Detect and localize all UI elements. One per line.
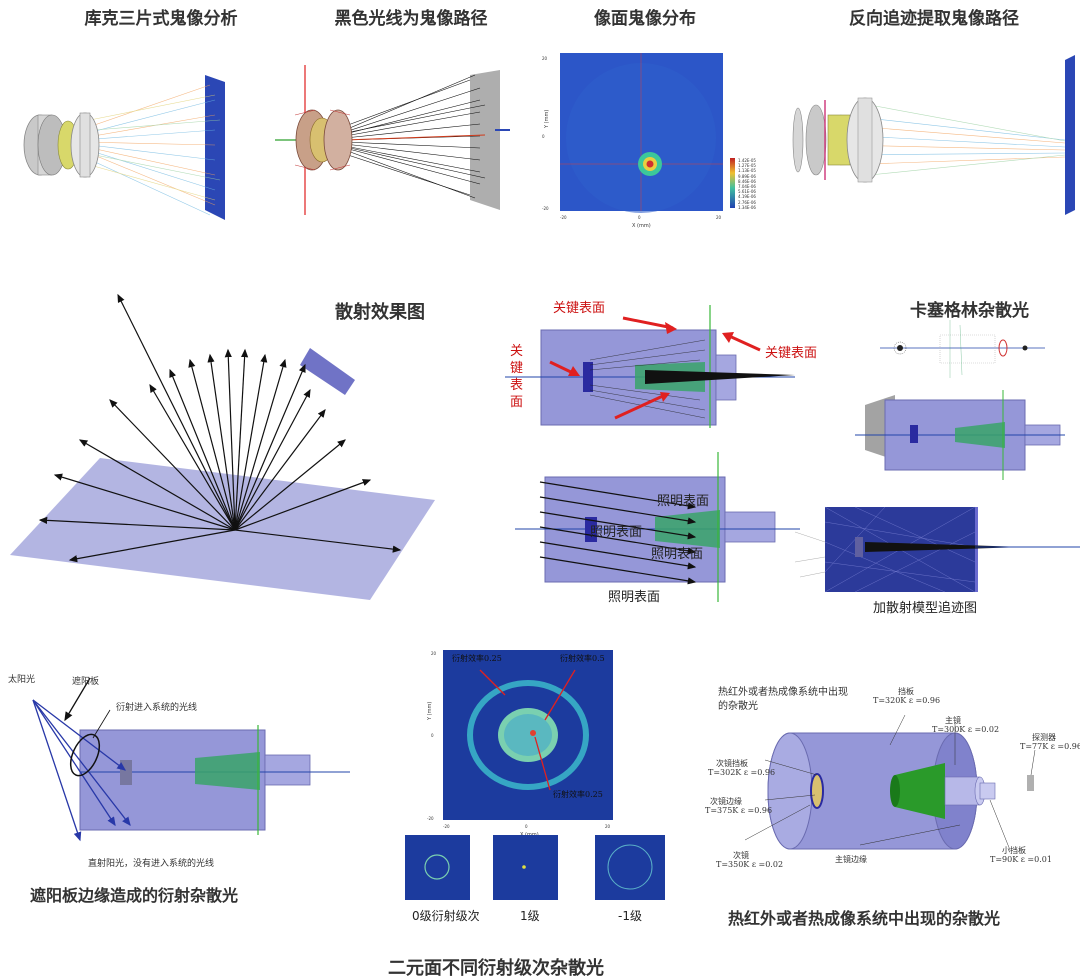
label-eff-025-bottom: 衍射效率0.25 <box>553 790 603 799</box>
svg-text:-20: -20 <box>542 206 549 211</box>
svg-text:0: 0 <box>525 824 528 829</box>
title-black-ghost-path: 黑色光线为鬼像路径 <box>334 9 488 29</box>
label-key-surface-right: 关键表面 <box>765 346 818 361</box>
ghost-legend-value: 8.46E-06 <box>738 178 756 184</box>
svg-text:20: 20 <box>605 824 611 829</box>
label-illum-2: 照明表面 <box>590 525 643 540</box>
label-scatter-model: 加散射模型追迹图 <box>873 601 978 616</box>
ghost-legend-value: 5.61E-06 <box>738 189 756 195</box>
cooke-triplet-diagram <box>23 75 225 220</box>
label-baffle: 挡板 <box>898 687 914 696</box>
scatter-effect-diagram <box>10 293 435 600</box>
svg-text:20: 20 <box>542 56 548 61</box>
label-illum-3: 照明表面 <box>651 547 704 562</box>
title-reverse-trace: 反向追迹提取鬼像路径 <box>849 9 1019 29</box>
label-detector: 探测器 <box>1032 733 1056 742</box>
title-scatter-effect: 散射效果图 <box>335 302 425 323</box>
ghost-ylabel: Y (mm) <box>544 110 550 129</box>
label-order-0: 0级衍射级次 <box>412 909 480 923</box>
svg-text:0: 0 <box>638 215 641 220</box>
ghost-path-diagram <box>275 65 510 215</box>
label-eff-025-top: 衍射效率0.25 <box>452 654 502 663</box>
ghost-legend-value: 1.34E-06 <box>738 204 756 210</box>
label-sunshade: 遮阳板 <box>72 677 100 687</box>
label-sun-light: 太阳光 <box>8 675 36 685</box>
ghost-legend-value: 1.42E-05 <box>738 158 756 163</box>
title-ghost-distribution: 像面鬼像分布 <box>594 9 696 29</box>
label-order-1: 1级 <box>520 909 540 923</box>
label-primary: 主镜 <box>945 716 961 725</box>
svg-text:0: 0 <box>542 134 545 139</box>
svg-text:20: 20 <box>431 651 437 656</box>
ghost-legend-value: 4.19E-06 <box>738 194 756 200</box>
label-small-baffle-temp: T=90K ε =0.01 <box>990 855 1052 864</box>
label-secondary-baffle: 次镜挡板 <box>716 759 748 768</box>
label-secondary-edge: 次镜边缘 <box>710 797 742 806</box>
title-cassegrain: 卡塞格林杂散光 <box>910 301 1029 321</box>
svg-text:0: 0 <box>431 733 434 738</box>
label-secondary-edge-temp: T=375K ε =0.96 <box>705 806 773 815</box>
label-eff-05: 衍射效率0.5 <box>560 654 605 663</box>
label-key-surface-top: 关键表面 <box>553 301 606 316</box>
ghost-legend-value: 9.89E-06 <box>738 173 756 179</box>
illumination-surfaces-diagram <box>515 452 800 602</box>
title-thermal-stray-light: 热红外或者热成像系统中出现的杂散光 <box>728 909 1001 928</box>
title-binary-diffraction: 二元面不同衍射级次杂散光 <box>388 958 604 979</box>
title-sunshade-diffraction: 遮阳板边缘造成的衍射杂散光 <box>30 886 239 905</box>
label-secondary: 次镜 <box>733 851 749 860</box>
svg-text:-20: -20 <box>443 824 450 829</box>
label-illum-4: 照明表面 <box>608 590 661 605</box>
label-direct-sun: 直射阳光，没有进入系统的光线 <box>88 859 215 869</box>
diffraction-order-1-plot <box>493 835 558 900</box>
svg-text:-20: -20 <box>560 215 567 220</box>
ghost-legend-value: 7.04E-06 <box>738 184 756 190</box>
ghost-legend-value: 1.27E-05 <box>738 163 756 169</box>
label-order-m1: -1级 <box>618 909 642 923</box>
thermal-ir-diagram <box>744 714 1036 851</box>
label-diffract-in: 衍射进入系统的光线 <box>116 703 198 713</box>
label-thermal-note-2: 的杂散光 <box>718 701 758 712</box>
reverse-trace-diagram <box>792 55 1075 215</box>
ghost-legend-value: 2.76E-06 <box>738 199 756 205</box>
label-small-baffle: 小挡板 <box>1002 846 1026 855</box>
label-secondary-temp: T=350K ε =0.02 <box>716 860 784 869</box>
ghost-distribution-plot: 20 0 -20 -20 0 20 X (mm) Y (mm) <box>542 53 735 229</box>
label-key-surface-vertical: 关键表面 <box>510 344 524 410</box>
cassegrain-diagram <box>855 390 1065 480</box>
label-baffle-temp: T=320K ε =0.96 <box>873 696 941 705</box>
label-thermal-note-1: 热红外或者热成像系统中出现 <box>718 687 848 698</box>
cassegrain-point-cloud <box>880 320 1045 378</box>
scatter-model-trace-diagram <box>795 506 1080 593</box>
diffraction-order-0-plot <box>405 835 470 900</box>
ghost-legend-value: 1.13E-05 <box>738 168 756 174</box>
sunshade-diffraction-diagram <box>32 677 350 842</box>
label-secondary-baffle-temp: T=302K ε =0.96 <box>708 768 776 777</box>
ghost-xlabel: X (mm) <box>632 223 651 229</box>
svg-text:-20: -20 <box>427 816 434 821</box>
diff-ylabel: Y (mm) <box>427 702 433 721</box>
label-primary-temp: T=300K ε =0.02 <box>932 725 1000 734</box>
title-cooke-ghost: 库克三片式鬼像分析 <box>84 9 238 29</box>
svg-text:20: 20 <box>716 215 722 220</box>
key-surfaces-diagram <box>505 305 795 428</box>
label-detector-temp: T=77K ε =0.96 <box>1020 742 1080 751</box>
label-illum-1: 照明表面 <box>657 494 710 509</box>
label-primary-edge: 主镜边缘 <box>835 855 867 864</box>
diffraction-order-m1-plot <box>595 835 665 900</box>
